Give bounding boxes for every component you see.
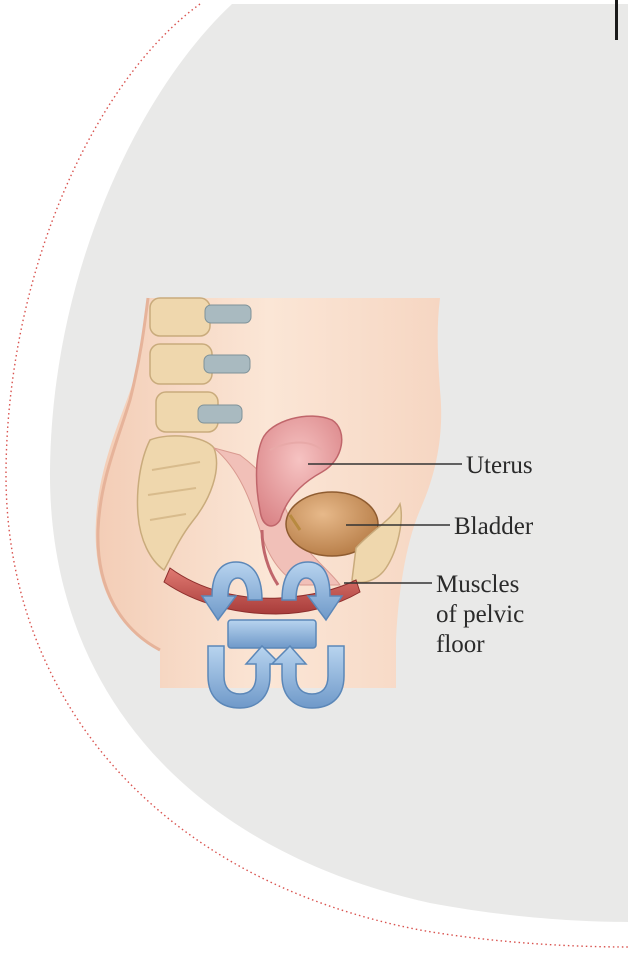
central-block bbox=[228, 620, 316, 648]
label-uterus: Uterus bbox=[466, 452, 533, 479]
label-muscles-line2: of pelvic bbox=[436, 601, 524, 628]
label-muscles-line3: floor bbox=[436, 631, 485, 658]
label-muscles-line1: Muscles bbox=[436, 571, 519, 598]
label-bladder: Bladder bbox=[454, 513, 534, 540]
edge-mark bbox=[615, 0, 618, 40]
